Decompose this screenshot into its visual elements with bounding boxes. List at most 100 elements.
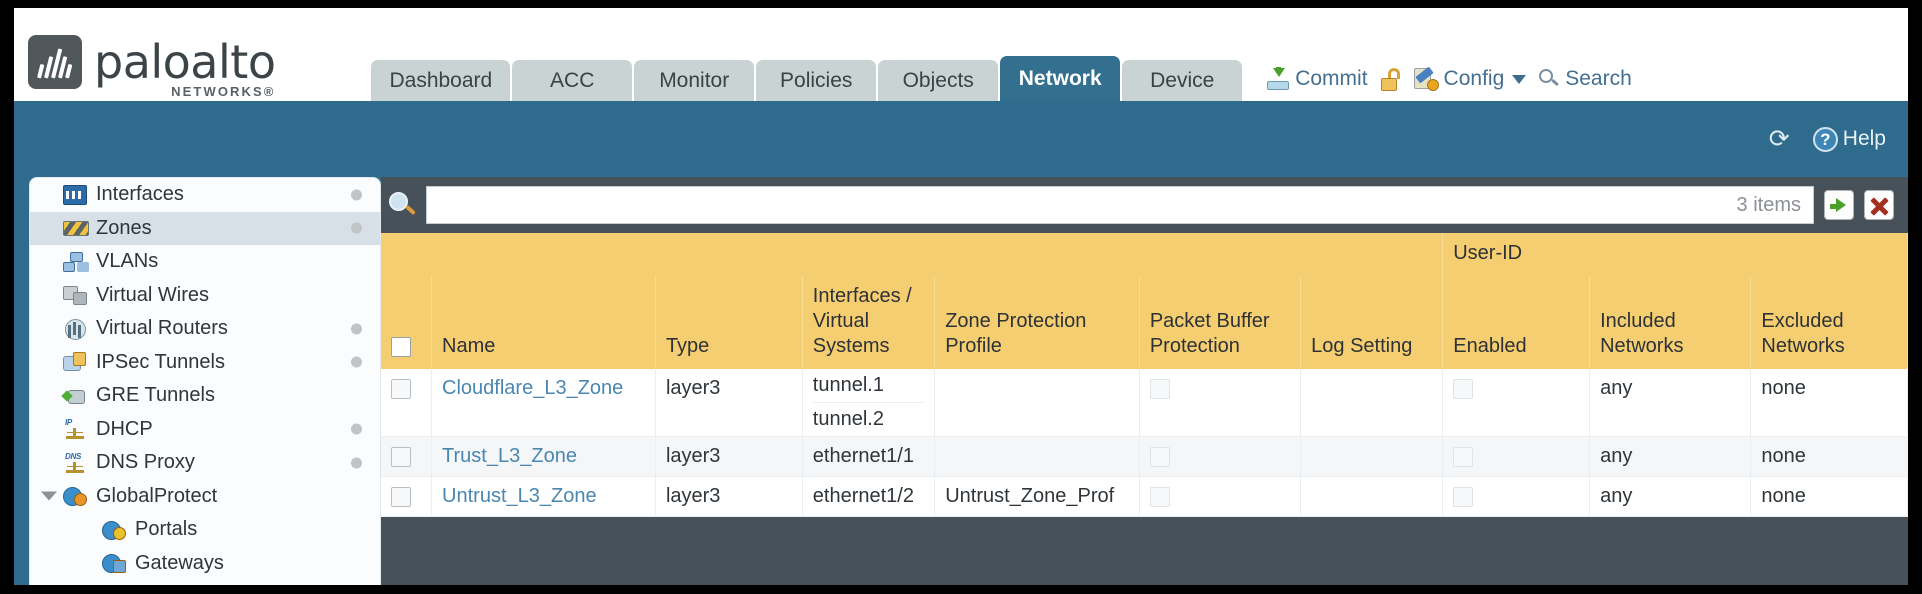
cell-userid-enabled [1442,369,1591,437]
magnifier-icon[interactable] [389,191,416,219]
cell-excluded-networks: none [1750,369,1908,437]
padlock-icon[interactable] [1380,67,1401,91]
sidebar-item-label: Interfaces [96,183,184,206]
dns-proxy-icon: DNS [63,452,87,473]
tab-dashboard[interactable]: Dashboard [371,60,511,101]
sidebar-item-vlans[interactable]: VLANs [30,245,380,279]
sidebar-item-portals[interactable]: Portals [30,513,380,547]
search-link[interactable]: Search [1539,67,1632,91]
clear-filter-button[interactable] [1864,190,1894,220]
search-row: 3 items [381,177,1908,233]
sidebar-item-label: GRE Tunnels [96,384,215,407]
userid-enabled-checkbox[interactable] [1453,446,1474,467]
sidebar-item-globalprotect[interactable]: GlobalProtect [30,480,380,514]
magnifier-icon [1539,68,1560,90]
packet-buffer-checkbox[interactable] [1149,486,1170,507]
status-dot [351,323,362,335]
userid-enabled-checkbox[interactable] [1453,378,1474,399]
row-checkbox[interactable] [391,446,411,467]
help-label: Help [1842,127,1886,150]
sidebar-item-label: DHCP [96,417,153,440]
sidebar-item-virtual-routers[interactable]: Virtual Routers [30,312,380,346]
tab-policies[interactable]: Policies [756,60,877,101]
cell-zone-protection-profile [934,369,1140,437]
select-all-checkbox[interactable] [391,336,411,357]
userid-enabled-checkbox[interactable] [1453,486,1474,507]
config-icon [1413,66,1439,91]
zone-name-link[interactable]: Trust_L3_Zone [442,445,577,467]
sidebar-item-label: Portals [135,518,198,541]
brand-logo: paloalto NETWORKS® [28,35,276,98]
sidebar-item-virtual-wires[interactable]: Virtual Wires [30,279,380,313]
refresh-icon[interactable]: ⟳ [1768,125,1790,153]
row-checkbox[interactable] [391,486,411,507]
sidebar-item-gateways[interactable]: Gateways [30,547,380,581]
sidebar-item-gre-tunnels[interactable]: GRE Tunnels [30,379,380,413]
apply-filter-button[interactable] [1824,190,1854,220]
cell-packet-buffer-protection [1139,476,1302,517]
row-select-cell [381,369,433,437]
vlans-icon [63,251,87,272]
sidebar-item-label: Virtual Routers [96,317,228,340]
column-header-excluded-networks[interactable]: Excluded Networks [1750,276,1908,369]
sidebar-item-dns-proxy[interactable]: DNS DNS Proxy [30,446,380,480]
commit-label: Commit [1295,67,1368,90]
sidebar-item-zones[interactable]: Zones [30,211,380,245]
cell-type: layer3 [655,436,803,477]
tab-objects[interactable]: Objects [878,60,999,101]
gre-tunnels-icon [63,386,87,406]
cell-type: layer3 [655,369,803,437]
chevron-down-icon[interactable] [41,491,57,501]
column-header-included-networks[interactable]: Included Networks [1589,276,1752,369]
item-count: 3 items [1736,193,1801,216]
group-header-userid: User-ID [1442,233,1908,276]
tab-acc[interactable]: ACC [512,60,633,101]
help-icon: ? [1812,126,1838,152]
virtual-routers-icon [63,318,87,340]
sidebar-item-label: Virtual Wires [96,283,209,306]
column-header-packet-buffer-protection[interactable]: Packet Buffer Protection [1139,276,1302,369]
cell-type: layer3 [655,476,803,517]
cell-excluded-networks: none [1750,436,1908,477]
sidebar-item-label: Zones [96,216,152,239]
config-menu[interactable]: Config [1413,66,1527,91]
tab-monitor[interactable]: Monitor [634,60,755,101]
commit-button[interactable]: Commit [1266,67,1368,91]
row-checkbox[interactable] [391,378,411,399]
arrow-right-icon [1836,198,1846,212]
column-header-zone-protection-profile[interactable]: Zone Protection Profile [934,276,1140,369]
zone-name-link[interactable]: Cloudflare_L3_Zone [442,377,624,399]
cell-interfaces: ethernet1/1 [802,436,936,477]
zone-name-link[interactable]: Untrust_L3_Zone [442,485,597,507]
cell-name: Trust_L3_Zone [431,436,656,477]
sidebar-item-ipsec-tunnels[interactable]: IPSec Tunnels [30,346,380,380]
table-row[interactable]: Untrust_L3_Zone layer3 ethernet1/2 Untru… [381,476,1908,517]
config-label: Config [1443,67,1505,90]
table-header-row: Name Type Interfaces / Virtual Systems Z… [381,276,1908,369]
status-dot [351,356,362,368]
column-header-type[interactable]: Type [655,276,803,369]
column-header-name[interactable]: Name [431,276,656,369]
packet-buffer-checkbox[interactable] [1149,378,1170,399]
sidebar-item-dhcp[interactable]: IP DHCP [30,413,380,447]
paloalto-logo-icon [28,35,82,89]
table-row[interactable]: Cloudflare_L3_Zone layer3 tunnel.1 tunne… [381,369,1908,437]
help-button[interactable]: ? Help [1812,126,1886,152]
status-dot [351,457,362,469]
column-header-enabled[interactable]: Enabled [1442,276,1591,369]
table-row[interactable]: Trust_L3_Zone layer3 ethernet1/1 any [381,436,1908,477]
packet-buffer-checkbox[interactable] [1149,446,1170,467]
portals-icon [102,520,126,540]
sidebar-item-label: IPSec Tunnels [96,350,225,373]
status-dot [351,189,362,201]
sidebar-item-interfaces[interactable]: Interfaces [30,178,380,212]
interfaces-icon [63,184,87,205]
tab-network[interactable]: Network [1000,56,1121,101]
top-header: paloalto NETWORKS® Dashboard ACC Monitor… [14,8,1908,101]
search-input[interactable] [427,187,1737,223]
zones-icon [63,218,89,238]
tab-device[interactable]: Device [1122,60,1243,101]
column-header-interfaces[interactable]: Interfaces / Virtual Systems [802,276,936,369]
column-header-log-setting[interactable]: Log Setting [1300,276,1444,369]
